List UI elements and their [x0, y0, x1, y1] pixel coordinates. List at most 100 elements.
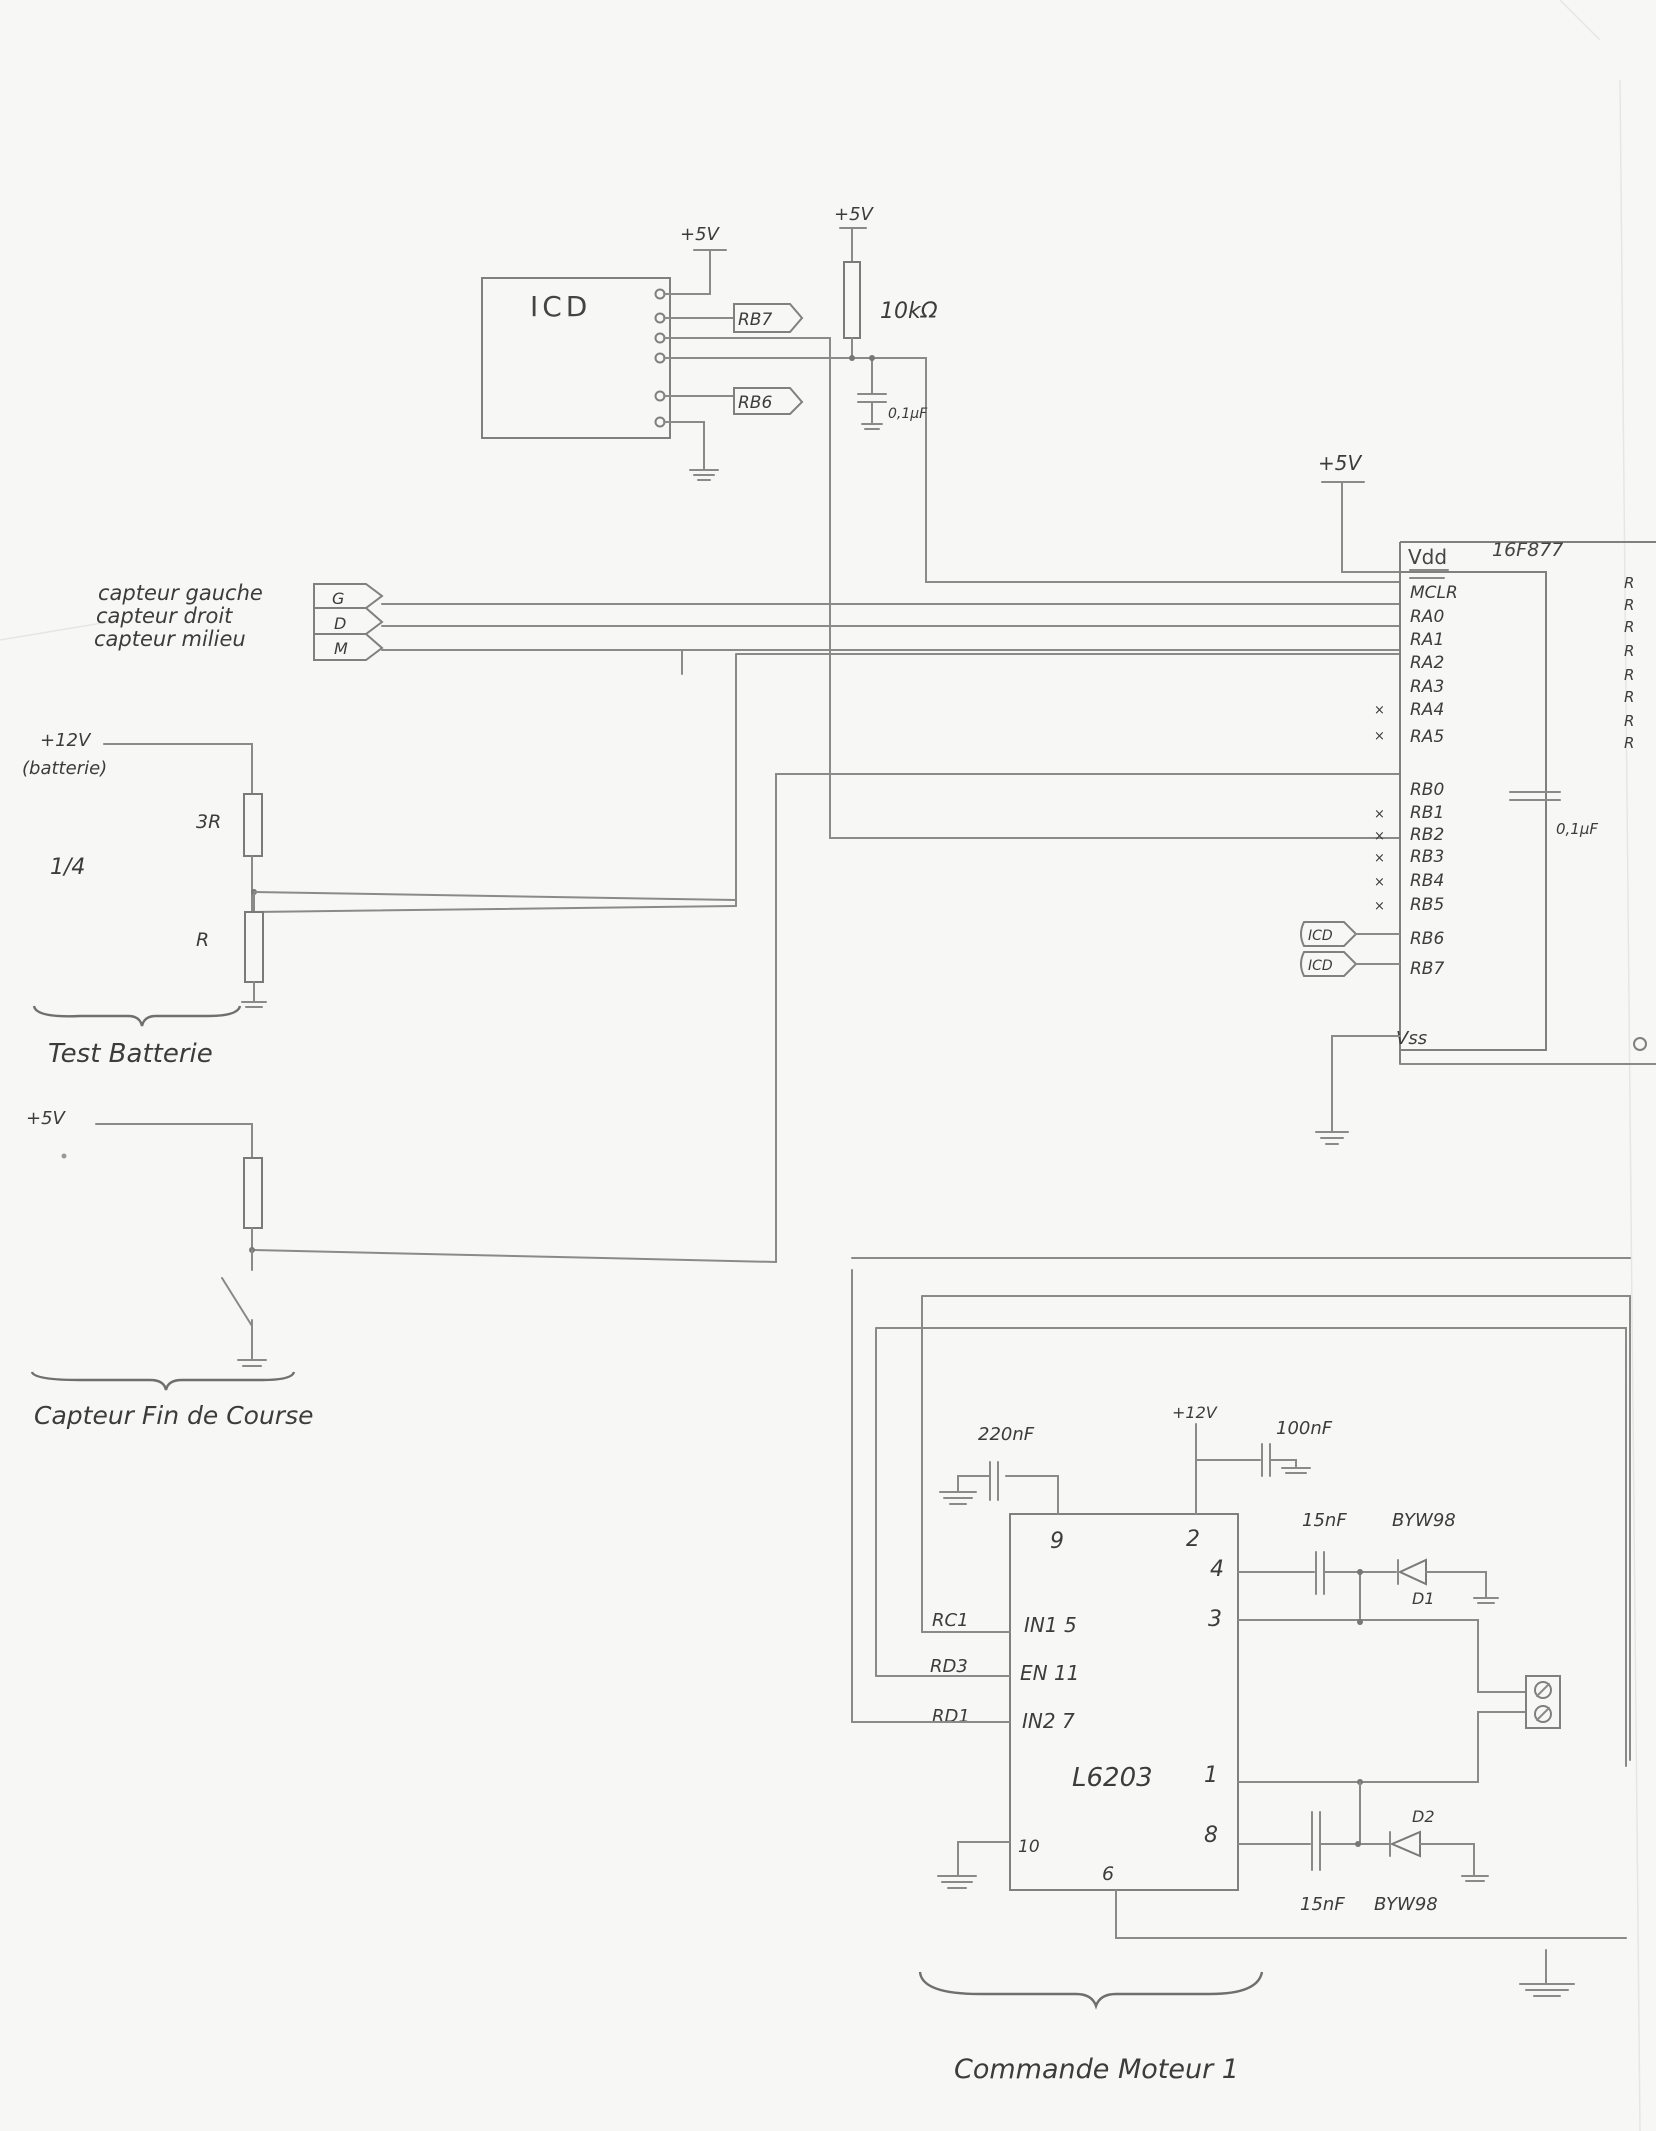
icd-rb6-tag [733, 387, 804, 415]
pic-mcu: +5V Vdd 16F877 MCLR RA0 RA1 RA2 RA3 RA4 … [1300, 451, 1656, 1145]
limit-vcc-label: +5V [26, 1108, 67, 1129]
icd-label: ICD [530, 290, 591, 323]
svg-text:R: R [1624, 574, 1634, 592]
l6203-pin8: 8 [1204, 1823, 1218, 1848]
l6203-rd1: RD1 [932, 1706, 970, 1727]
mcu-vdd: Vdd [1408, 545, 1447, 569]
diode-d2-part: BYW98 [1374, 1894, 1438, 1915]
limit-resistor [243, 1157, 263, 1229]
sensor-tag-d: D [334, 614, 346, 633]
pullup-network: +5V 10kΩ 0,1µF [834, 204, 938, 430]
svg-text:×: × [1374, 729, 1385, 744]
l6203-pin2: 2 [1186, 1527, 1200, 1552]
svg-text:×: × [1374, 829, 1385, 844]
l6203-pin10: 10 [1018, 1837, 1040, 1857]
l6203-rc1: RC1 [932, 1610, 969, 1631]
mcu-part: 16F877 [1492, 539, 1563, 561]
mcu-right-edge-labels: R R R R R R R R [1624, 574, 1634, 752]
mcu-outline [1399, 541, 1656, 1064]
icd-rb6-text: RB6 [738, 393, 772, 413]
mcu-decoupling-label: 0,1µF [1556, 820, 1598, 838]
limit-switch: +5V Capteur Fin de Course [26, 773, 1401, 1430]
icd-rb7-text: RB7 [738, 310, 772, 330]
motor-terminal-a [1534, 1681, 1552, 1699]
l6203-pin9: 9 [1050, 1529, 1064, 1554]
motor-control-title: Commande Moteur 1 [954, 2054, 1239, 2085]
mcu-pin-rb6: RB6 [1410, 929, 1444, 949]
icd-vcc-label: +5V [680, 224, 721, 245]
l6203-rd3: RD3 [930, 1656, 968, 1677]
battery-sub-label: (batterie) [22, 758, 107, 779]
mcu-icd-text-rb7: ICD [1308, 958, 1333, 974]
icd-rb7-tag [733, 303, 804, 333]
resistor-3r [243, 793, 263, 857]
svg-text:R: R [1624, 734, 1634, 752]
driver-vcc-label: +12V [1172, 1403, 1218, 1422]
motor-brace [918, 1971, 1264, 2010]
cap-15nf-b-label: 15nF [1300, 1894, 1345, 1915]
mcu-pin-ra4: RA4 [1410, 700, 1444, 720]
mcu-pin-rb2: RB2 [1410, 825, 1444, 845]
sensor-inputs: capteur gauche capteur droit capteur mil… [94, 581, 1401, 907]
diode-d1-part: BYW98 [1392, 1510, 1456, 1531]
icd-connector: ICD +5V RB7 RB6 [481, 224, 1401, 839]
resistor-3r-label: 3R [196, 811, 221, 833]
sensor-tag-m: M [334, 639, 348, 658]
l6203-part: L6203 [1072, 1763, 1153, 1793]
diode-d2-label: D2 [1412, 1807, 1435, 1826]
sensor-left-label: capteur gauche [98, 581, 263, 605]
battery-ratio: 1/4 [50, 855, 85, 880]
mcu-pin-rb4: RB4 [1410, 871, 1444, 891]
mcu-pin-mclr: MCLR [1410, 583, 1458, 603]
l6203-en: EN 11 [1020, 1661, 1079, 1685]
sensor-middle-label: capteur milieu [94, 627, 246, 651]
mcu-nc-marks: ×× ×× ×× × [1374, 703, 1385, 914]
cap-15nf-a-label: 15nF [1302, 1510, 1347, 1531]
svg-text:×: × [1374, 851, 1385, 866]
battery-brace [32, 1005, 242, 1027]
svg-text:×: × [1374, 807, 1385, 822]
mcu-icd-tag-rb7 [1300, 951, 1358, 977]
resistor-r [244, 911, 264, 983]
mcu-pin-rb7: RB7 [1410, 959, 1444, 979]
l6203-pin6: 6 [1102, 1863, 1114, 1885]
l6203-pin1: 1 [1204, 1763, 1218, 1788]
diode-d1 [1397, 1558, 1427, 1586]
mcu-pin-ra2: RA2 [1410, 653, 1444, 673]
mcu-icd-tag-rb6 [1300, 921, 1358, 947]
pullup-resistor-label: 10kΩ [880, 299, 938, 324]
limit-switch-title: Capteur Fin de Course [34, 1401, 314, 1430]
limit-brace [30, 1371, 296, 1391]
svg-text:R: R [1624, 688, 1634, 706]
mcu-vss: Vss [1396, 1028, 1427, 1049]
battery-test: +12V (batterie) 3R R 1/4 Test Batterie [22, 730, 737, 1069]
mcu-pin-rb1: RB1 [1410, 803, 1444, 823]
mcu-pin-rb0: RB0 [1410, 780, 1444, 800]
l6203-driver: L6203 9 2 4 3 1 8 10 6 IN1 5 EN 11 IN2 7… [851, 1257, 1631, 2085]
mcu-pin-rb3: RB3 [1410, 847, 1444, 867]
mcu-pin-rb5: RB5 [1410, 895, 1444, 915]
l6203-pin4: 4 [1210, 1557, 1224, 1582]
pullup-vcc-label: +5V [834, 204, 875, 225]
resistor-r-label: R [196, 929, 209, 951]
diode-d2 [1389, 1830, 1421, 1858]
cap-100nf-label: 100nF [1276, 1418, 1333, 1439]
mcu-pin-ra3: RA3 [1410, 677, 1444, 697]
svg-text:R: R [1624, 666, 1634, 684]
svg-text:×: × [1374, 875, 1385, 890]
mcu-vcc-label: +5V [1318, 451, 1362, 475]
mcu-pin-ra5: RA5 [1410, 727, 1444, 747]
svg-text:R: R [1624, 712, 1634, 730]
cap-220nf-label: 220nF [978, 1424, 1035, 1445]
svg-text:×: × [1374, 703, 1385, 718]
sensor-right-label: capteur droit [96, 604, 233, 628]
mcu-pin-labels: MCLR RA0 RA1 RA2 RA3 RA4 RA5 RB0 RB1 RB2… [1410, 583, 1458, 979]
l6203-body [1009, 1513, 1239, 1891]
sensor-tag-g: G [332, 589, 344, 608]
motor-terminal-b [1534, 1705, 1552, 1723]
limit-switch-contact [221, 1249, 267, 1367]
pullup-resistor [843, 261, 861, 339]
mcu-pin-ra0: RA0 [1410, 607, 1444, 627]
